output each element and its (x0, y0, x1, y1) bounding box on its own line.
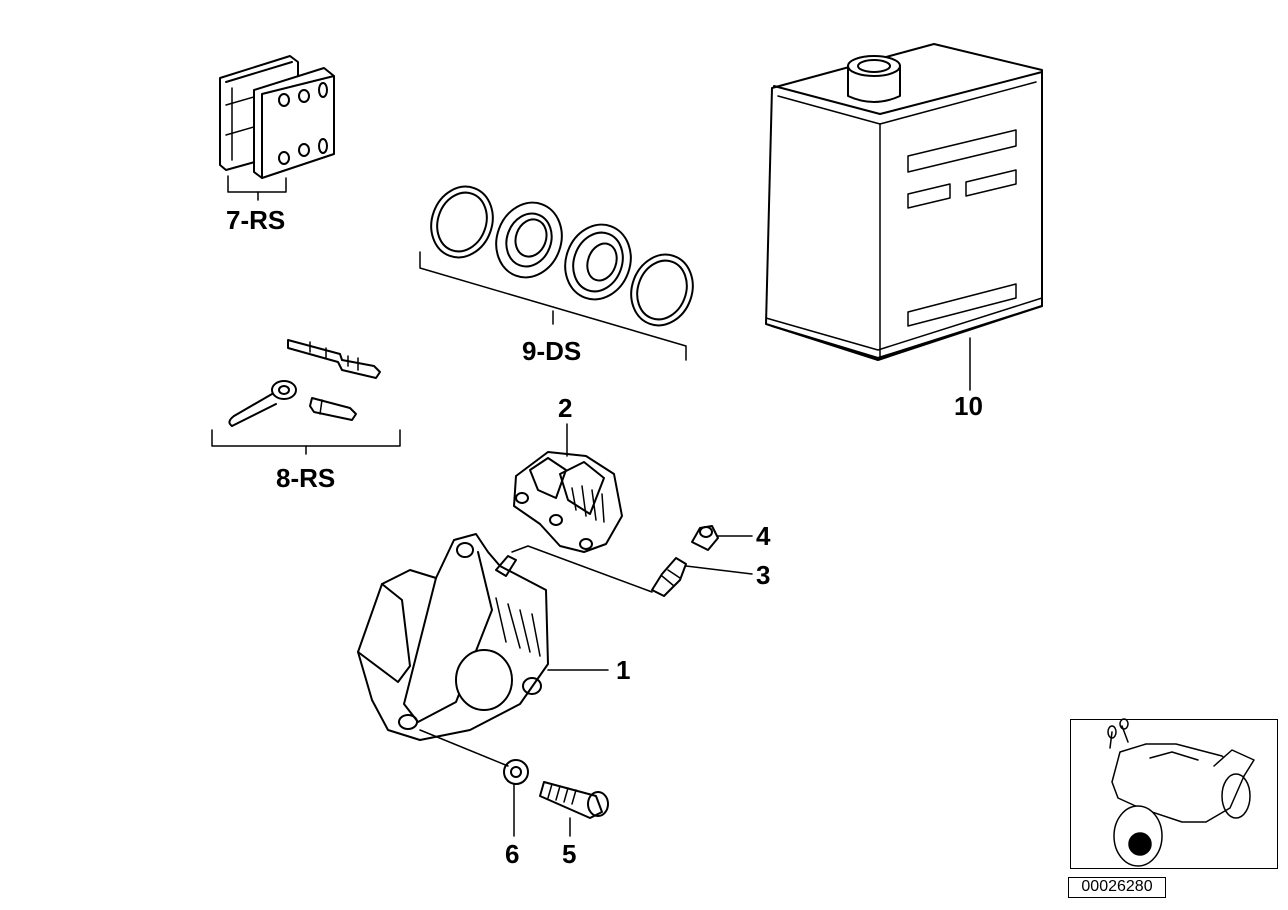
part-label-8: 8-RS (276, 463, 336, 493)
fluid-can-drawing (765, 43, 1043, 391)
part-label-5: 5 (562, 839, 577, 869)
diagram-id-label: 00026280 (1068, 877, 1166, 898)
caliper-half-drawing (513, 423, 623, 553)
part-label-6: 6 (505, 839, 520, 869)
dust-cap-drawing (691, 525, 753, 551)
thumbnail-frame (1070, 719, 1278, 869)
bleeder-screw-drawing (511, 545, 753, 597)
caliper-drawing (357, 533, 609, 741)
washer-drawing (419, 729, 529, 837)
part-label-4: 4 (756, 521, 771, 551)
motorcycle-thumbnail-icon (1107, 718, 1255, 867)
brake-pads-drawing (219, 55, 335, 201)
part-label-7: 7-RS (226, 205, 286, 235)
part-label-2: 2 (558, 393, 573, 423)
part-label-1: 1 (616, 655, 631, 685)
pins-drawing (211, 339, 401, 455)
bolt-drawing (539, 781, 609, 837)
seal-rings-drawing (419, 185, 694, 361)
part-label-3: 3 (756, 560, 771, 590)
part-label-9: 9-DS (522, 336, 582, 366)
part-label-10: 10 (954, 391, 983, 421)
